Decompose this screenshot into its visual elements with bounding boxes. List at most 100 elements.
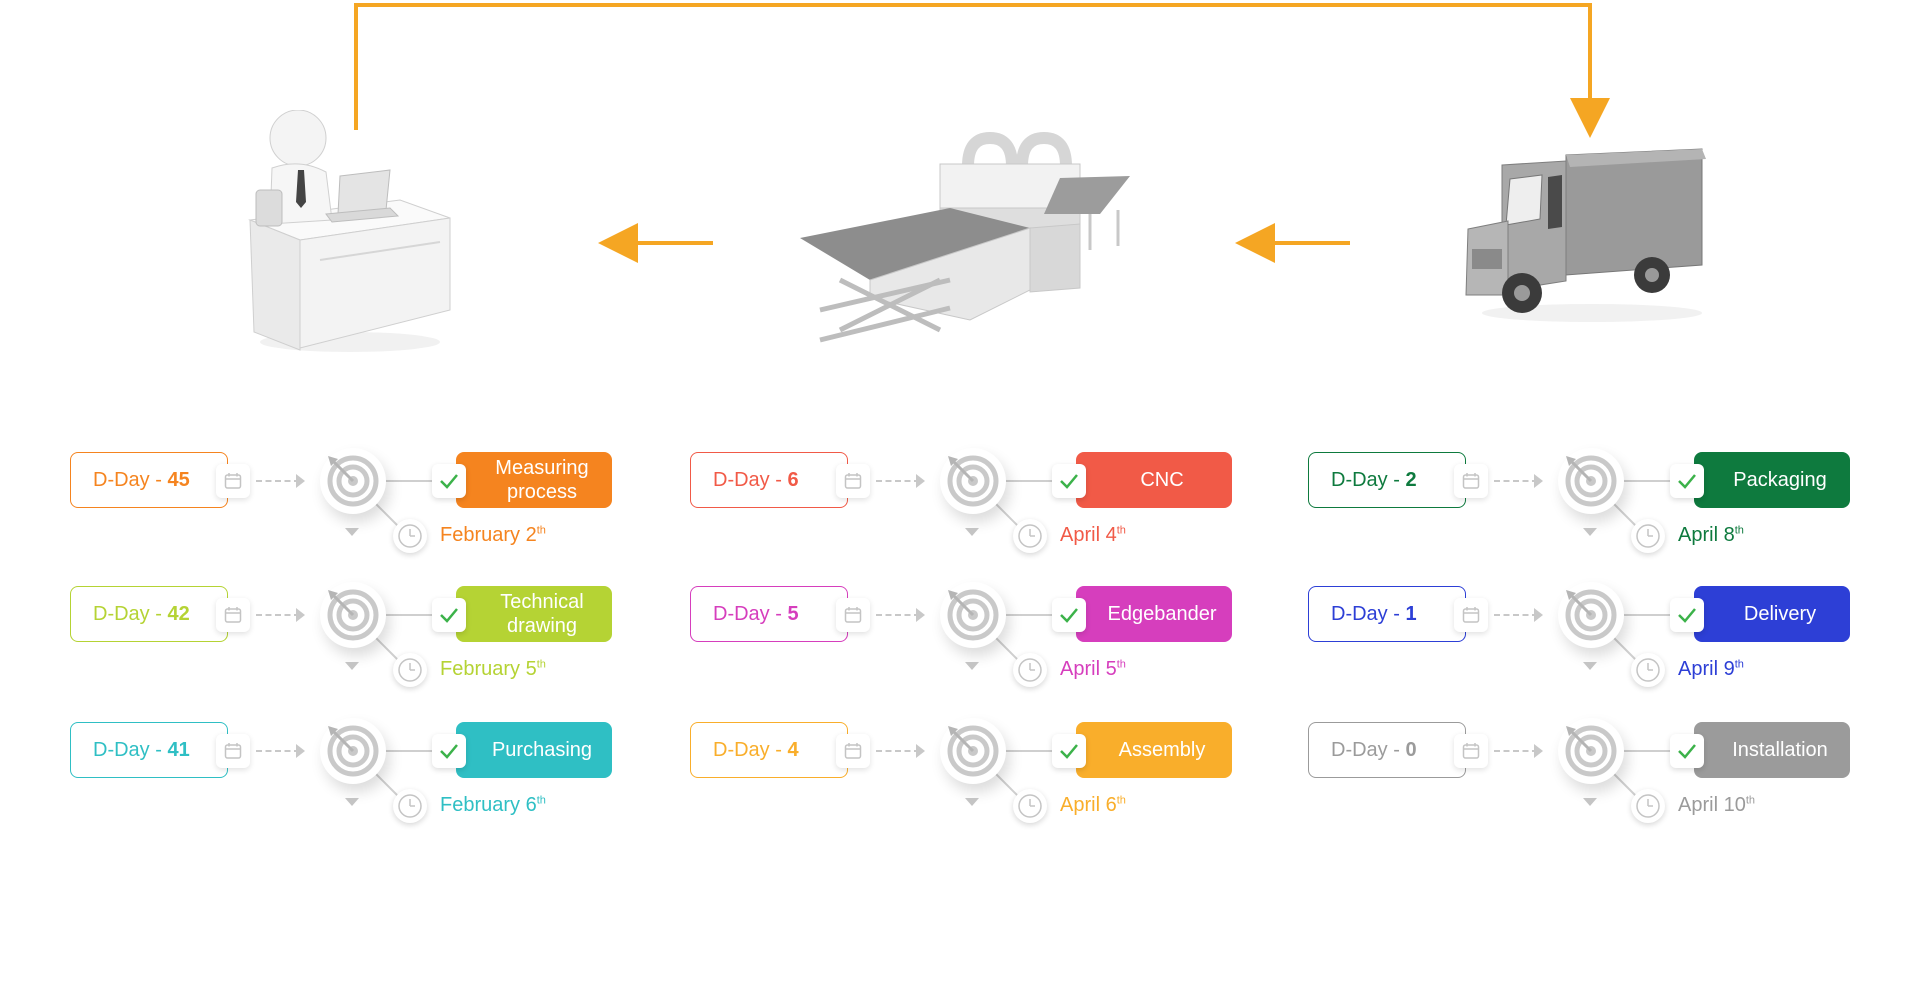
dashed-connector: [1494, 480, 1538, 482]
chevron-down-icon: [345, 798, 359, 806]
clock-icon: [393, 519, 427, 553]
dashed-arrow-icon: [1534, 474, 1543, 488]
clock-icon: [1631, 519, 1665, 553]
target-icon: [940, 582, 1006, 648]
dday-label: D-Day - 42: [70, 586, 228, 642]
dday-number: 45: [167, 468, 190, 491]
task-badge: Packaging: [1694, 452, 1850, 508]
step-date: April 5th: [1060, 658, 1126, 681]
dday-label: D-Day - 5: [690, 586, 848, 642]
dday-prefix: D-Day -: [93, 468, 168, 491]
step-date: April 6th: [1060, 794, 1126, 817]
task-badge: CNC: [1076, 452, 1232, 508]
dday-label: D-Day - 1: [1308, 586, 1466, 642]
dashed-connector: [256, 480, 300, 482]
dday-number: 42: [167, 602, 190, 625]
calendar-icon: [1454, 598, 1488, 632]
task-badge: Delivery: [1694, 586, 1850, 642]
dashed-arrow-icon: [916, 608, 925, 622]
chevron-down-icon: [1583, 528, 1597, 536]
calendar-icon: [1454, 464, 1488, 498]
dashed-connector: [876, 614, 920, 616]
chevron-down-icon: [1583, 798, 1597, 806]
date-text: February 6: [440, 794, 537, 816]
task-badge: Installation: [1694, 722, 1850, 778]
dashed-arrow-icon: [1534, 608, 1543, 622]
calendar-icon: [1454, 734, 1488, 768]
calendar-icon: [216, 464, 250, 498]
task-label: Delivery: [1743, 603, 1817, 625]
dday-label: D-Day - 2: [1308, 452, 1466, 508]
clock-icon: [1631, 789, 1665, 823]
task-badge: Measuring process: [456, 452, 612, 508]
cnc-machine-icon: [800, 131, 1130, 343]
step-date: February 6th: [440, 794, 546, 817]
dashed-connector: [256, 614, 300, 616]
dday-label: D-Day - 0: [1308, 722, 1466, 778]
dday-prefix: D-Day -: [1331, 602, 1406, 625]
checkmark-icon: [1670, 734, 1704, 768]
step-date: April 8th: [1678, 524, 1744, 547]
task-badge: Purchasing: [456, 722, 612, 778]
step-date: February 5th: [440, 658, 546, 681]
dday-prefix: D-Day -: [93, 602, 168, 625]
task-label: Technical drawing: [500, 591, 584, 637]
date-text: April 4: [1060, 524, 1117, 546]
calendar-icon: [216, 734, 250, 768]
date-text: April 8: [1678, 524, 1735, 546]
calendar-icon: [836, 734, 870, 768]
target-icon: [940, 448, 1006, 514]
dashed-connector: [876, 750, 920, 752]
dashed-connector: [1494, 750, 1538, 752]
checkmark-icon: [1670, 598, 1704, 632]
checkmark-icon: [432, 734, 466, 768]
date-text: February 5: [440, 658, 537, 680]
clock-icon: [1013, 789, 1047, 823]
checkmark-icon: [1052, 598, 1086, 632]
checkmark-icon: [1670, 464, 1704, 498]
task-label: Purchasing: [491, 739, 593, 761]
target-icon: [1558, 448, 1624, 514]
date-text: April 10: [1678, 794, 1746, 816]
clock-icon: [1013, 519, 1047, 553]
dday-prefix: D-Day -: [713, 738, 788, 761]
calendar-icon: [216, 598, 250, 632]
clock-icon: [393, 653, 427, 687]
clock-icon: [1631, 653, 1665, 687]
dday-number: 1: [1405, 602, 1417, 625]
task-label: Installation: [1732, 739, 1828, 761]
dday-number: 41: [167, 738, 190, 761]
target-icon: [320, 718, 386, 784]
target-icon: [940, 718, 1006, 784]
chevron-down-icon: [345, 662, 359, 670]
dday-prefix: D-Day -: [1331, 468, 1406, 491]
chevron-down-icon: [345, 528, 359, 536]
target-icon: [1558, 718, 1624, 784]
step-date: April 10th: [1678, 794, 1755, 817]
schedule-step: D-Day - 4 April 6th Assembly: [678, 710, 1258, 840]
dday-label: D-Day - 4: [690, 722, 848, 778]
task-label: Assembly: [1118, 739, 1206, 761]
schedule-step: D-Day - 0 April 10th Installation: [1296, 710, 1876, 840]
schedule-step: D-Day - 41 February 6th Purchasing: [58, 710, 638, 840]
date-suffix: th: [1116, 524, 1126, 537]
dashed-arrow-icon: [916, 744, 925, 758]
task-label: Packaging: [1733, 469, 1827, 491]
date-suffix: th: [1734, 658, 1744, 671]
dday-label: D-Day - 6: [690, 452, 848, 508]
dday-number: 2: [1405, 468, 1417, 491]
date-suffix: th: [1734, 524, 1744, 537]
target-icon: [320, 448, 386, 514]
dday-number: 0: [1405, 738, 1417, 761]
dday-label: D-Day - 41: [70, 722, 228, 778]
date-suffix: th: [536, 658, 546, 671]
chevron-down-icon: [965, 662, 979, 670]
checkmark-icon: [432, 464, 466, 498]
return-loop-arrow: [354, 3, 1610, 138]
